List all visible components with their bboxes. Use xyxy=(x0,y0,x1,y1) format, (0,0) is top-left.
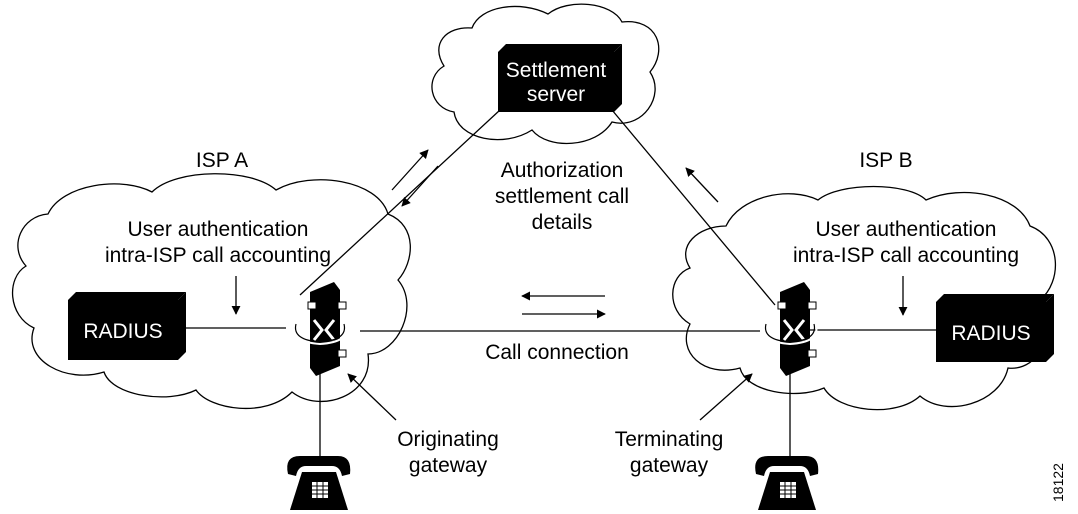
terminating-gateway-line2: gateway xyxy=(630,454,709,477)
settlement-server-line2: server xyxy=(527,83,585,106)
link-settlement-to-gateway-a xyxy=(299,109,501,296)
settlement-server-box: Settlement server xyxy=(498,44,622,112)
isp-b-title: ISP B xyxy=(859,149,912,172)
originating-gateway-line2: gateway xyxy=(409,454,488,477)
authorization-line2: settlement call xyxy=(495,185,629,208)
settlement-server-line1: Settlement xyxy=(506,59,607,82)
authorization-line3: details xyxy=(532,211,593,234)
originating-gateway-line1: Originating xyxy=(397,428,499,451)
isp-b-note-line2: intra-ISP call accounting xyxy=(793,244,1019,267)
radius-a-label: RADIUS xyxy=(83,320,162,343)
figure-number: 18122 xyxy=(1050,463,1066,502)
radius-b-label: RADIUS xyxy=(951,322,1030,345)
arrow-from-settlement xyxy=(401,165,439,207)
radius-server-b: RADIUS xyxy=(936,294,1054,362)
isp-a-note-line2: intra-ISP call accounting xyxy=(105,244,331,267)
arrow-isp-b-to-settlement xyxy=(685,167,719,203)
radius-server-a: RADIUS xyxy=(68,292,186,360)
arrow-terminating-gateway xyxy=(699,373,753,421)
link-settlement-to-gateway-b xyxy=(611,109,776,306)
phone-icon-a xyxy=(286,455,351,511)
isp-b-note-line1: User authentication xyxy=(816,218,997,241)
isp-a-note-line1: User authentication xyxy=(128,218,309,241)
call-connection-label: Call connection xyxy=(485,341,629,364)
terminating-gateway-line1: Terminating xyxy=(615,428,724,451)
isp-a-title: ISP A xyxy=(196,149,248,172)
arrow-originating-gateway xyxy=(347,373,397,421)
cloud-isp-a xyxy=(12,173,411,410)
authorization-line1: Authorization xyxy=(501,159,624,182)
arrow-to-settlement xyxy=(391,149,429,191)
phone-icon-b xyxy=(754,455,819,511)
